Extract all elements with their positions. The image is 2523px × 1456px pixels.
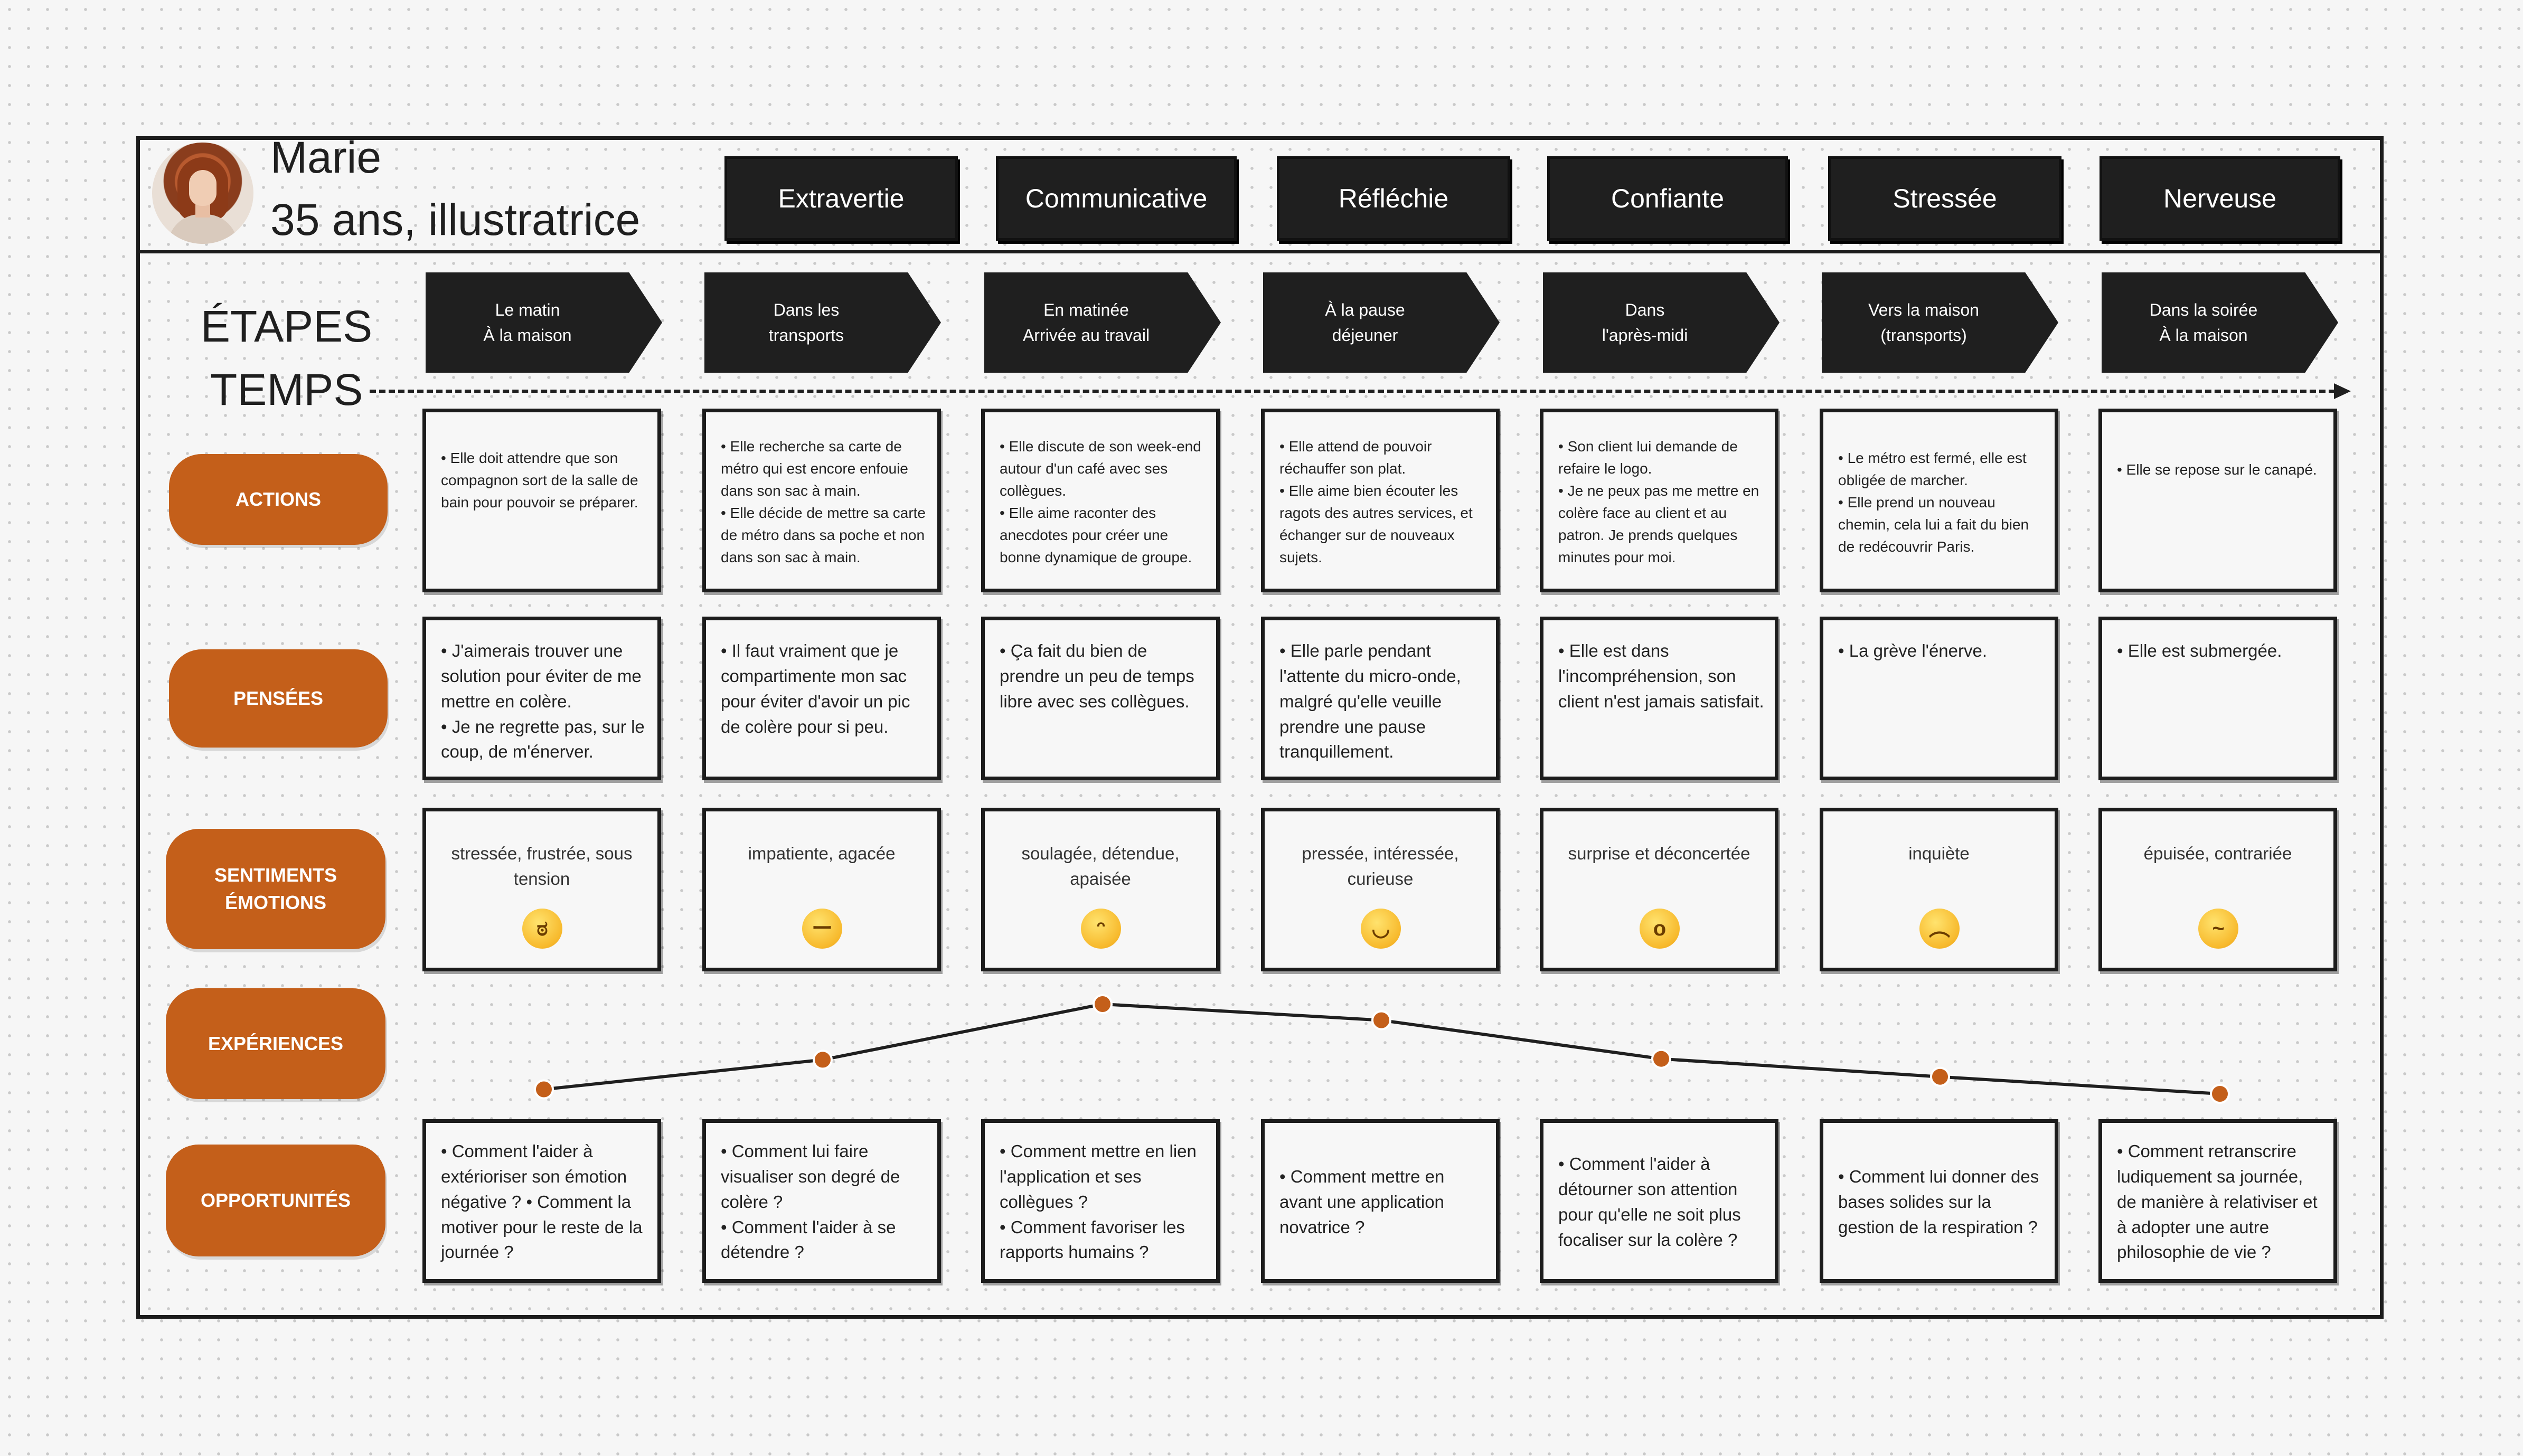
feeling-card-6: inquiète ︵ bbox=[1820, 808, 2058, 971]
huffing-face-icon: ಠ bbox=[522, 909, 562, 949]
thought-card-3: • Ça fait du bien de prendre un peu de t… bbox=[981, 617, 1220, 780]
experience-point-2 bbox=[813, 1050, 833, 1070]
worried-face-icon: ︵ bbox=[1919, 909, 1960, 949]
action-card-5: • Son client lui demande de refaire le l… bbox=[1540, 409, 1778, 592]
feeling-card-3: soulagée, détendue, apaisée ᵔ bbox=[981, 808, 1220, 971]
thought-card-1: • J'aimerais trouver une solution pour é… bbox=[422, 617, 661, 780]
thought-card-4: • Elle parle pendant l'attente du micro-… bbox=[1261, 617, 1500, 780]
opportunity-card-3: • Comment mettre en lien l'application e… bbox=[981, 1119, 1220, 1283]
feeling-card-2: impatiente, agacée ー bbox=[702, 808, 941, 971]
header-divider bbox=[136, 250, 2384, 253]
feeling-card-4: pressée, intéressée, curieuse ◡ bbox=[1261, 808, 1500, 971]
row-label-actions: ACTIONS bbox=[169, 454, 388, 545]
unamused-face-icon: ー bbox=[802, 909, 842, 949]
opportunity-card-1: • Comment l'aider à extérioriser son émo… bbox=[422, 1119, 661, 1283]
timeline-arrow-line bbox=[370, 390, 2345, 393]
experience-point-5 bbox=[1651, 1048, 1671, 1069]
experience-point-4 bbox=[1371, 1010, 1391, 1030]
opportunity-card-2: • Comment lui faire visualiser son degré… bbox=[702, 1119, 941, 1283]
persona-name: Marie bbox=[270, 133, 382, 182]
etapes-label: ÉTAPES bbox=[201, 301, 373, 351]
persona-subtitle: 35 ans, illustratrice bbox=[270, 195, 641, 244]
action-card-1: • Elle doit attendre que son compagnon s… bbox=[422, 409, 661, 592]
action-card-3: • Elle discute de son week-end autour d'… bbox=[981, 409, 1220, 592]
trait-extravertie: Extravertie bbox=[724, 156, 958, 241]
thought-card-5: • Elle est dans l'incompréhension, son c… bbox=[1540, 617, 1778, 780]
feeling-card-1: stressée, frustrée, sous tension ಠ bbox=[422, 808, 661, 971]
opportunity-card-4: • Comment mettre en avant une applicatio… bbox=[1261, 1119, 1500, 1283]
opportunity-card-6: • Comment lui donner des bases solides s… bbox=[1820, 1119, 2058, 1283]
smiling-face-icon: ◡ bbox=[1361, 909, 1401, 949]
row-label-opportunites: OPPORTUNITÉS bbox=[166, 1145, 385, 1256]
row-label-pensees: PENSÉES bbox=[169, 649, 388, 748]
experience-point-6 bbox=[1930, 1066, 1950, 1087]
stage-6: Vers la maison(transports) bbox=[1822, 272, 2058, 373]
trait-confiante: Confiante bbox=[1547, 156, 1788, 241]
opportunity-card-7: • Comment retranscrire ludiquement sa jo… bbox=[2098, 1119, 2337, 1283]
opportunity-card-5: • Comment l'aider à détourner son attent… bbox=[1540, 1119, 1778, 1283]
trait-communicative: Communicative bbox=[996, 156, 1237, 241]
action-card-7: • Elle se repose sur le canapé. bbox=[2098, 409, 2337, 592]
trait-nerveuse: Nerveuse bbox=[2100, 156, 2340, 241]
feeling-card-5: surprise et déconcertée o bbox=[1540, 808, 1778, 971]
surprised-face-icon: o bbox=[1640, 909, 1680, 949]
trait-reflechie: Réfléchie bbox=[1277, 156, 1510, 241]
feeling-card-7: épuisée, contrariée ~ bbox=[2098, 808, 2337, 971]
experience-point-3 bbox=[1093, 994, 1113, 1014]
woozy-face-icon: ~ bbox=[2198, 909, 2238, 949]
thought-card-2: • Il faut vraiment que je compartimente … bbox=[702, 617, 941, 780]
timeline-arrow-head bbox=[2334, 383, 2351, 399]
action-card-4: • Elle attend de pouvoir réchauffer son … bbox=[1261, 409, 1500, 592]
row-label-experiences: EXPÉRIENCES bbox=[166, 988, 385, 1099]
action-card-6: • Le métro est fermé, elle est obligée d… bbox=[1820, 409, 2058, 592]
grinning-face-icon: ᵔ bbox=[1081, 909, 1121, 949]
experience-point-1 bbox=[534, 1079, 554, 1100]
persona-avatar bbox=[152, 143, 253, 244]
trait-stressee: Stressée bbox=[1828, 156, 2061, 241]
action-card-2: • Elle recherche sa carte de métro qui e… bbox=[702, 409, 941, 592]
thought-card-6: • La grève l'énerve. bbox=[1820, 617, 2058, 780]
experience-point-7 bbox=[2210, 1084, 2230, 1104]
thought-card-7: • Elle est submergée. bbox=[2098, 617, 2337, 780]
temps-label: TEMPS bbox=[210, 365, 363, 414]
